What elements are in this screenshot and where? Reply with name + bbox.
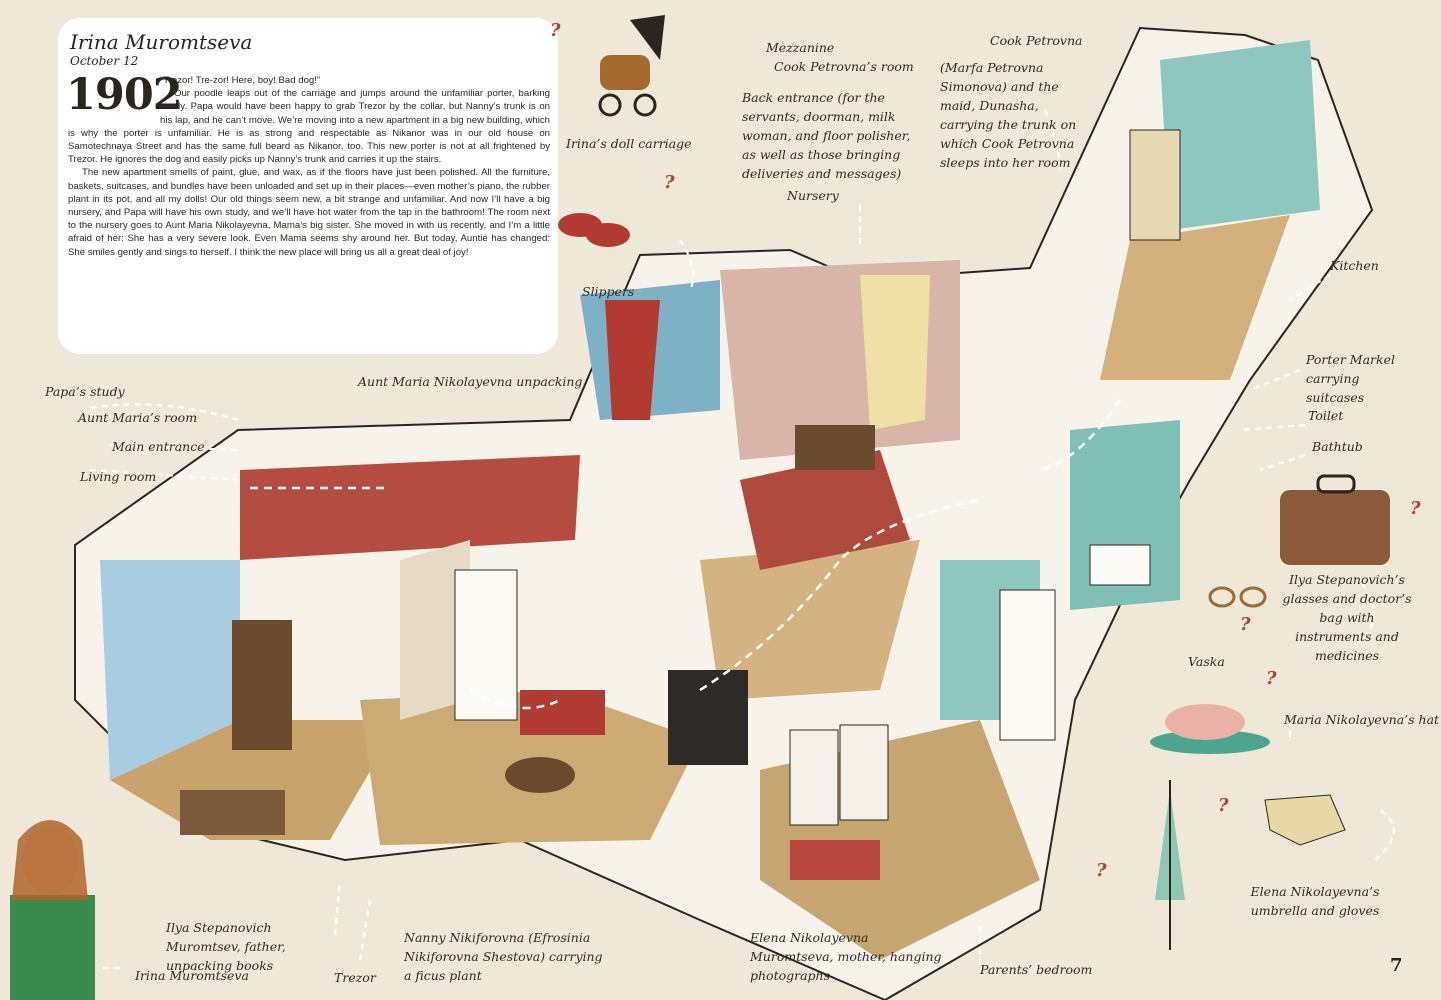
desk <box>180 790 285 835</box>
study-wall <box>100 560 240 780</box>
kitchen-wall <box>1160 40 1320 230</box>
nursery-curtain <box>860 275 930 430</box>
umbrella-icon <box>1155 780 1185 950</box>
girl-portrait-icon <box>10 820 95 1000</box>
label-papas-study: Papa’s study <box>45 384 125 399</box>
trunk <box>795 425 875 470</box>
story-text: “Trezor! Tre-zor! Here, boy! Bad dog!” O… <box>68 74 550 259</box>
doll-carriage-icon <box>598 15 665 117</box>
label-trezor: Trezor <box>334 970 376 985</box>
label-elena: Elena Nikolayevna Muromtseva, mother, ha… <box>750 930 942 983</box>
label-porter: Porter Markel carrying suitcases <box>1306 352 1395 405</box>
label-kitchen: Kitchen <box>1330 258 1379 273</box>
bed-right <box>839 724 889 821</box>
label-aunts-room: Aunt Maria’s room <box>78 410 198 425</box>
label-doll-carriage: Irina’s doll carriage <box>566 136 692 151</box>
label-umbrella-gloves: Elena Nikolayevna’s umbrella and gloves <box>1250 884 1380 918</box>
label-nanny: Nanny Nikiforovna (Efrosinia Nikiforovna… <box>404 930 603 983</box>
story-panel: Irina Muromtseva October 12 1902 “Trezor… <box>58 18 558 354</box>
stove-living <box>454 569 518 721</box>
bed-left <box>789 729 839 826</box>
label-hat: Maria Nikolayevna’s hat <box>1284 712 1440 727</box>
piano <box>668 670 748 765</box>
wardrobe <box>232 620 292 750</box>
story-year: 1902 <box>66 70 183 120</box>
question-mark: ? <box>1410 498 1421 519</box>
label-vaska: Vaska <box>1188 654 1225 669</box>
question-mark: ? <box>664 172 675 193</box>
label-cook-desc: (Marfa Petrovna Simonova) and the maid, … <box>940 60 1077 170</box>
doctors-bag-icon <box>1280 474 1390 565</box>
story-author: Irina Muromtseva <box>70 30 253 54</box>
label-main-entrance: Main entrance <box>112 439 205 454</box>
corridor-floor <box>700 540 920 700</box>
slippers-icon <box>558 213 630 247</box>
story-paragraph: Our poodle leaps out of the carriage and… <box>68 88 550 166</box>
question-mark: ? <box>1266 668 1277 689</box>
living-wall <box>240 455 580 560</box>
label-aunt-unpacking: Aunt Maria Nikolayevna unpacking <box>358 374 583 389</box>
dining-table <box>505 757 575 793</box>
rug <box>790 840 880 880</box>
label-living-room: Living room <box>80 469 157 484</box>
story-paragraph: “Trezor! Tre-zor! Here, boy! Bad dog!” <box>160 75 321 86</box>
aunt-room-curtain <box>605 300 660 420</box>
kitchen-floor <box>1100 215 1290 380</box>
question-mark: ? <box>1240 614 1251 635</box>
bathtub-shape <box>1089 544 1151 586</box>
label-irina: Irina Muromtseva <box>135 968 249 983</box>
label-bathtub: Bathtub <box>1312 439 1363 454</box>
question-mark: ? <box>1096 860 1107 881</box>
stove-bedroom <box>999 589 1056 741</box>
page-number: 7 <box>1390 955 1403 976</box>
label-cook-petrovna: Cook Petrovna <box>990 33 1083 48</box>
label-slippers: Slippers <box>582 284 635 299</box>
label-ilya: Ilya Stepanovich Muromtsev, father, unpa… <box>166 920 286 973</box>
hat-icon <box>1150 704 1270 754</box>
story-paragraph: The new apartment smells of paint, glue,… <box>68 167 550 258</box>
question-mark: ? <box>550 20 561 41</box>
label-cook-room: Cook Petrovna’s room <box>774 59 914 74</box>
glasses-icon <box>1208 586 1267 608</box>
label-back-entrance: Back entrance (for the servants, doorman… <box>742 90 911 181</box>
label-parents-bedroom: Parents’ bedroom <box>980 962 1093 977</box>
story-date: October 12 <box>70 54 139 68</box>
gloves-icon <box>1264 794 1346 846</box>
kitchen-cupboard <box>1129 129 1181 241</box>
label-glasses-bag: Ilya Stepanovich’s glasses and doctor’s … <box>1282 572 1412 663</box>
label-mezzanine: Mezzanine <box>766 40 835 55</box>
label-toilet: Toilet <box>1308 408 1344 423</box>
study-door-wall <box>400 540 470 720</box>
label-nursery: Nursery <box>787 188 839 203</box>
sofa <box>520 690 605 735</box>
question-mark: ? <box>1218 795 1229 816</box>
dashed-route <box>250 399 1122 710</box>
